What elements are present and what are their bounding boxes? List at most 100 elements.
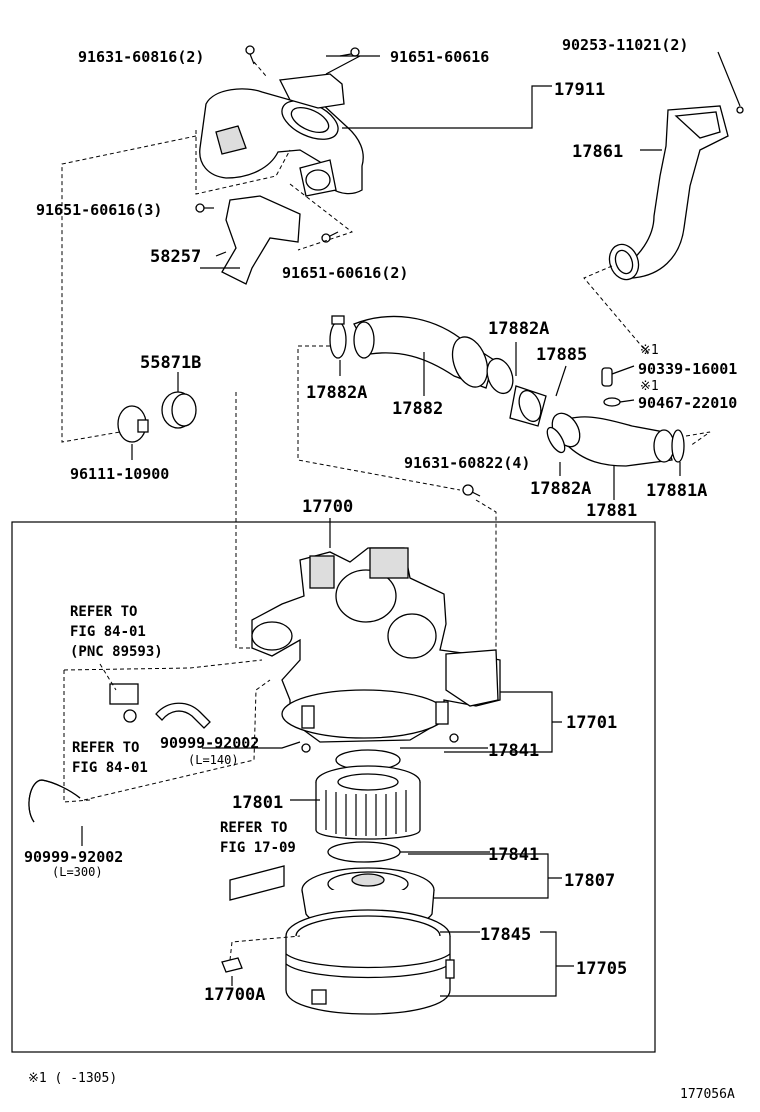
label-58257: 58257 — [150, 247, 201, 267]
leader-line — [475, 499, 497, 650]
leader-line — [297, 345, 461, 491]
label-17801: 17801 — [232, 793, 283, 813]
label-17881A: 17881A — [646, 481, 707, 501]
leader-line — [229, 935, 301, 961]
small-part-90467 — [603, 397, 621, 407]
leader-line — [195, 130, 291, 195]
intake-duct-17911 — [199, 73, 364, 197]
clamp-17881A — [671, 429, 685, 463]
refer-fig-84-01b-line2: FIG 84-01 — [72, 760, 148, 776]
leader-line — [83, 679, 271, 801]
leader-line — [63, 659, 263, 803]
bolt-icon — [462, 484, 481, 497]
leader-line — [440, 931, 574, 997]
leader-line — [444, 691, 562, 753]
label-len-140: (L=140) — [188, 753, 239, 767]
diagram-id: 177056A — [680, 1087, 735, 1102]
label-91651-60616-2: 91651-60616(2) — [282, 264, 408, 282]
leader-line — [342, 85, 552, 129]
leader-line — [583, 265, 651, 357]
clamp-icon — [301, 705, 315, 753]
label-17701: 17701 — [566, 713, 617, 733]
leader-line — [717, 51, 741, 107]
leader-line — [408, 853, 562, 899]
refer-tag-17-09 — [229, 865, 285, 901]
leader-line — [253, 61, 267, 77]
label-len-300: (L=300) — [52, 865, 103, 879]
bolt-icon — [321, 231, 339, 243]
label-17881: 17881 — [586, 501, 637, 521]
label-17885: 17885 — [536, 345, 587, 365]
label-90999-92002-a: 90999-92002 — [160, 734, 259, 752]
label-17882A-top: 17882A — [488, 319, 549, 339]
leader-line — [215, 251, 227, 257]
note-mark-1: ※1 — [640, 343, 659, 358]
label-91631-60822: 91631-60822(4) — [404, 454, 530, 472]
label-17700: 17700 — [302, 497, 353, 517]
filter-element-17801 — [315, 765, 421, 840]
leader-line — [99, 663, 117, 691]
refer-fig-84-01-line2: FIG 84-01 — [70, 624, 146, 640]
hose-17881 — [551, 412, 675, 467]
label-96111-10900: 96111-10900 — [70, 465, 169, 483]
leader-line — [61, 135, 197, 443]
clip-17700A — [221, 957, 243, 973]
label-91631-60816: 91631-60816(2) — [78, 48, 204, 66]
label-90253-11021: 90253-11021(2) — [562, 36, 688, 54]
refer-fig-84-01-line3: (PNC 89593) — [70, 644, 163, 660]
bracket-58257 — [221, 195, 301, 285]
sleeve-17885 — [509, 385, 547, 427]
assembly-frame — [11, 521, 656, 1053]
label-90467-22010: 90467-22010 — [638, 394, 737, 412]
label-17700A: 17700A — [204, 985, 265, 1005]
note-mark-2: ※1 — [640, 379, 659, 394]
duct-17861 — [608, 105, 729, 281]
leader-line — [235, 392, 268, 649]
refer-fig-84-01b-line1: REFER TO — [72, 740, 139, 756]
label-17807: 17807 — [564, 871, 615, 891]
clamp-icon — [435, 701, 459, 743]
vacuum-hose-300 — [28, 779, 81, 823]
refer-fig-17-09-line1: REFER TO — [220, 820, 287, 836]
refer-fig-84-01-line1: REFER TO — [70, 604, 137, 620]
refer-fig-17-09-line2: FIG 17-09 — [220, 840, 296, 856]
clamp-17882A-left — [329, 315, 347, 359]
label-17882A-left: 17882A — [306, 383, 367, 403]
label-91651-60616-top: 91651-60616 — [390, 48, 489, 66]
bolt-icon — [195, 203, 214, 213]
label-17882: 17882 — [392, 399, 443, 419]
leader-line — [611, 365, 635, 375]
bolt-icon — [245, 45, 255, 65]
leader-line — [685, 431, 711, 447]
label-17705: 17705 — [576, 959, 627, 979]
leader-line — [325, 55, 380, 75]
label-17882A-low: 17882A — [530, 479, 591, 499]
label-17845: 17845 — [480, 925, 531, 945]
bolt-icon — [339, 47, 360, 57]
label-17911: 17911 — [554, 80, 605, 100]
footnote: ※1 ( -1305) — [28, 1071, 117, 1086]
clamp-17882A-low — [546, 426, 566, 454]
hose-band-55871B — [161, 391, 197, 429]
label-90999-92002-b: 90999-92002 — [24, 848, 123, 866]
vacuum-hose-140 — [155, 702, 211, 729]
label-55871B: 55871B — [140, 353, 201, 373]
label-17841-upper: 17841 — [488, 741, 539, 761]
cleaner-case-17705 — [285, 909, 455, 1015]
small-part-90339 — [601, 367, 613, 387]
label-91651-60616-3: 91651-60616(3) — [36, 201, 162, 219]
leader-line — [619, 399, 635, 403]
leader-line — [289, 183, 354, 251]
clamp-96111-10900 — [117, 405, 149, 443]
label-17861: 17861 — [572, 142, 623, 162]
leader-line — [555, 365, 567, 397]
leader-line — [202, 741, 301, 749]
vsv-switch — [109, 683, 139, 723]
label-17841-lower: 17841 — [488, 845, 539, 865]
gasket-17841-lower — [327, 841, 401, 863]
label-90339-16001: 90339-16001 — [638, 360, 737, 378]
air-cleaner-cap-17701 — [251, 547, 501, 743]
bolt-icon — [736, 106, 744, 114]
